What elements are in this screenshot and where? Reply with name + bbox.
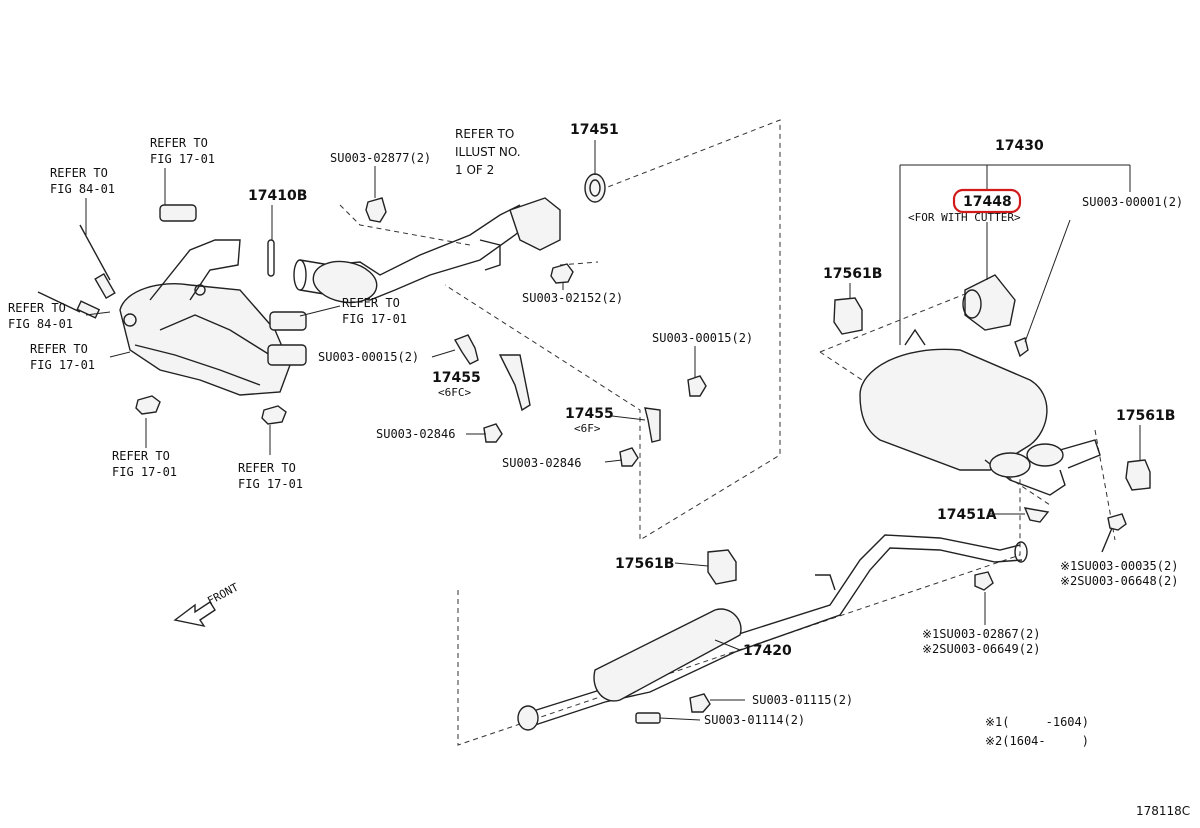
- note-2: ※2(1604- ): [985, 734, 1089, 748]
- refer-fig-17-mid: REFER TO FIG 17-01: [342, 296, 407, 326]
- part-17455-6fc-sub: <6FC>: [438, 386, 471, 399]
- code-02867: ※1SU003-02867(2): [922, 627, 1040, 641]
- refer-fig-17-left: REFER TO FIG 17-01: [30, 342, 95, 372]
- part-17451a: 17451A: [937, 507, 997, 523]
- refer-fig-17-top: REFER TO FIG 17-01: [150, 136, 215, 166]
- part-17455-6f-sub: <6F>: [574, 422, 601, 435]
- hanger-17561b-right: [1125, 459, 1151, 491]
- bolt-02846-left: [483, 423, 503, 443]
- part-17455-6fc: 17455: [432, 370, 481, 386]
- code-06648: ※2SU003-06648(2): [1060, 574, 1178, 588]
- exhaust-manifold: [119, 204, 307, 396]
- note-1: ※1( -1604): [985, 715, 1089, 729]
- code-00035: ※1SU003-00035(2): [1060, 559, 1178, 573]
- refer-fig-84-top: REFER TO FIG 84-01: [50, 166, 115, 196]
- part-17451: 17451: [570, 122, 619, 138]
- part-17448: 17448: [963, 194, 1012, 210]
- figure-id: 178118C: [1136, 804, 1190, 818]
- part-17455-6f: 17455: [565, 406, 614, 422]
- code-00015-left: SU003-00015(2): [318, 350, 419, 364]
- bracket-17455-6f: [644, 407, 661, 443]
- gasket-ring-17451: [584, 173, 606, 203]
- front-exhaust-pipe: [293, 197, 561, 304]
- bracket-17455-6fc: [498, 354, 531, 412]
- bolt-02846-right: [619, 447, 639, 467]
- part-17561b-top: 17561B: [823, 266, 882, 282]
- code-02846-left: SU003-02846: [376, 427, 455, 441]
- nut-left: [135, 395, 161, 415]
- front-label: FRONT: [205, 580, 241, 607]
- center-pipe-17420: [517, 534, 1028, 731]
- rear-muffler: [859, 328, 1101, 496]
- hanger-17561b-top: [833, 297, 863, 335]
- bolt-00015-left: [453, 334, 479, 365]
- code-01114: SU003-01114(2): [704, 713, 805, 727]
- code-01115: SU003-01115(2): [752, 693, 853, 707]
- code-02152: SU003-02152(2): [522, 291, 623, 305]
- code-00001: SU003-00001(2): [1082, 195, 1183, 209]
- refer-fig-17-bottom-left: REFER TO FIG 17-01: [112, 449, 177, 479]
- gasket-17451a: [1023, 507, 1050, 523]
- bolt-00035: [1101, 513, 1127, 553]
- nut-02152: [550, 263, 574, 284]
- stud-01114: [635, 712, 661, 724]
- refer-fig-84-left: REFER TO FIG 84-01: [8, 301, 73, 331]
- bolt-02877: [365, 197, 387, 223]
- code-02846-right: SU003-02846: [502, 456, 581, 470]
- code-00015-right: SU003-00015(2): [652, 331, 753, 345]
- part-17430: 17430: [995, 138, 1044, 154]
- front-arrow-icon: [173, 601, 216, 628]
- refer-illust: REFER TO ILLUST NO. 1 OF 2: [455, 127, 524, 177]
- refer-fig-17-bottom-right: REFER TO FIG 17-01: [238, 461, 303, 491]
- nut-right: [261, 405, 287, 425]
- highlight-box-17448: [952, 188, 1022, 214]
- screw-00001: [1014, 337, 1029, 358]
- dashed-outline-center-pipe: [457, 470, 1021, 746]
- code-02877: SU003-02877(2): [330, 151, 431, 165]
- nut-02867: [974, 571, 994, 591]
- bolt-01115: [689, 693, 711, 713]
- part-17561b-mid: 17561B: [615, 556, 674, 572]
- hanger-17561b-mid: [707, 549, 737, 585]
- oxygen-sensor-upper: [79, 224, 116, 299]
- part-17410b: 17410B: [248, 188, 307, 204]
- gasket-17410b: [267, 239, 275, 277]
- part-17420: 17420: [743, 643, 792, 659]
- muffler-cutter-17448: [962, 274, 1016, 331]
- leader-lines: [85, 140, 1141, 721]
- bolt-00015-right: [687, 375, 707, 397]
- part-17448-sub: <FOR WITH CUTTER>: [908, 211, 1021, 224]
- dashed-lead-bolts: [339, 204, 599, 266]
- code-06649: ※2SU003-06649(2): [922, 642, 1040, 656]
- dashed-outline-front-pipe: [444, 119, 781, 541]
- part-17561b-right: 17561B: [1116, 408, 1175, 424]
